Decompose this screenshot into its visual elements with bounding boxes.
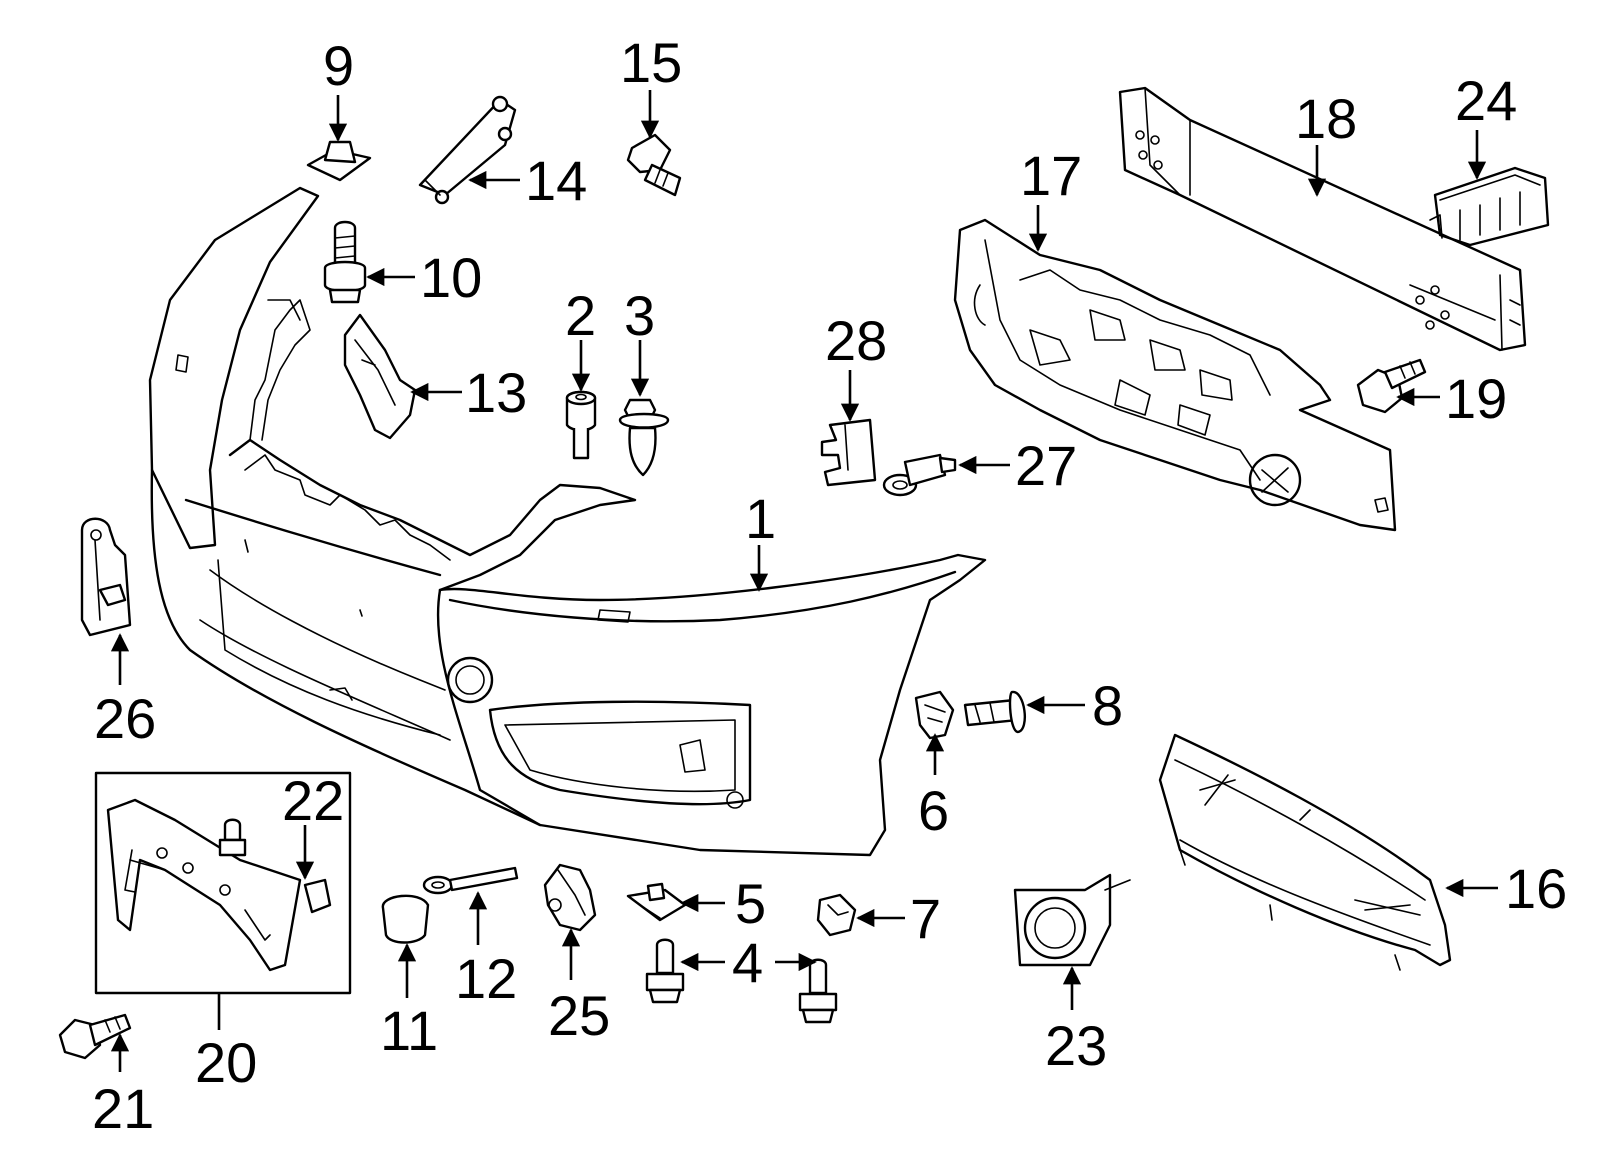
callout-labels: 1 2 3 4 5 6 7 8 9 10 11 12 13 14 15 16 1… [92,31,1567,1140]
callout-13: 13 [465,361,527,424]
part-12-tow-hook [422,866,519,895]
callout-9: 9 [323,34,354,97]
callout-19: 19 [1445,367,1507,430]
part-15-bolt [626,133,682,197]
part-7-clip [816,893,857,937]
part-10-bolt [323,220,367,304]
part-16-grille [1158,733,1452,971]
callout-25: 25 [548,984,610,1047]
callout-10: 10 [420,246,482,309]
callout-16: 16 [1505,857,1567,920]
part-5-clip-nut [626,882,687,922]
callout-5: 5 [735,872,766,935]
part-2-grommet [565,390,597,460]
callout-6: 6 [918,779,949,842]
part-19-bolt [1356,358,1427,414]
part-28-clip-bracket [820,418,877,487]
callout-22: 22 [282,769,344,832]
part-4-bolt-right [798,958,838,1024]
callout-3: 3 [624,284,655,347]
callout-1: 1 [745,487,776,550]
callout-20: 20 [195,1031,257,1094]
callout-15: 15 [620,31,682,94]
callout-23: 23 [1045,1014,1107,1077]
part-21-bolt [58,1013,132,1060]
callout-11: 11 [380,999,438,1062]
callout-21: 21 [92,1077,154,1140]
callout-8: 8 [1092,674,1123,737]
part-24-sensor-bracket [1429,166,1550,247]
callout-26: 26 [94,687,156,750]
callout-28: 28 [825,309,887,372]
callout-24: 24 [1455,69,1517,132]
part-8-push-pin [963,690,1026,734]
callout-14: 14 [525,149,587,212]
leader-arrows [110,90,1498,1072]
callout-7: 7 [910,887,941,950]
part-26-side-retainer [80,517,132,637]
part-11-cap [381,894,430,944]
callout-27: 27 [1015,434,1077,497]
part-14-bracket-arm [418,95,517,205]
part-27-sensor-retainer [882,453,957,497]
part-17-absorber [953,218,1397,532]
part-1-bumper-cover [148,186,987,857]
callout-12: 12 [455,947,517,1010]
part-13-bracket [343,313,417,440]
part-3-push-clip [618,398,670,477]
part-6-bracket-clip [914,690,955,740]
callout-17: 17 [1020,144,1082,207]
part-20-license-bracket [94,771,352,995]
part-23-fog-bezel [1013,873,1131,967]
callout-4: 4 [732,931,763,994]
part-18-reinforcement [1118,86,1527,352]
part-4-bolt-left [645,938,685,1004]
part-25-sensor [543,863,597,932]
callout-2: 2 [565,284,596,347]
part-9-retainer [306,140,372,182]
callout-18: 18 [1295,87,1357,150]
